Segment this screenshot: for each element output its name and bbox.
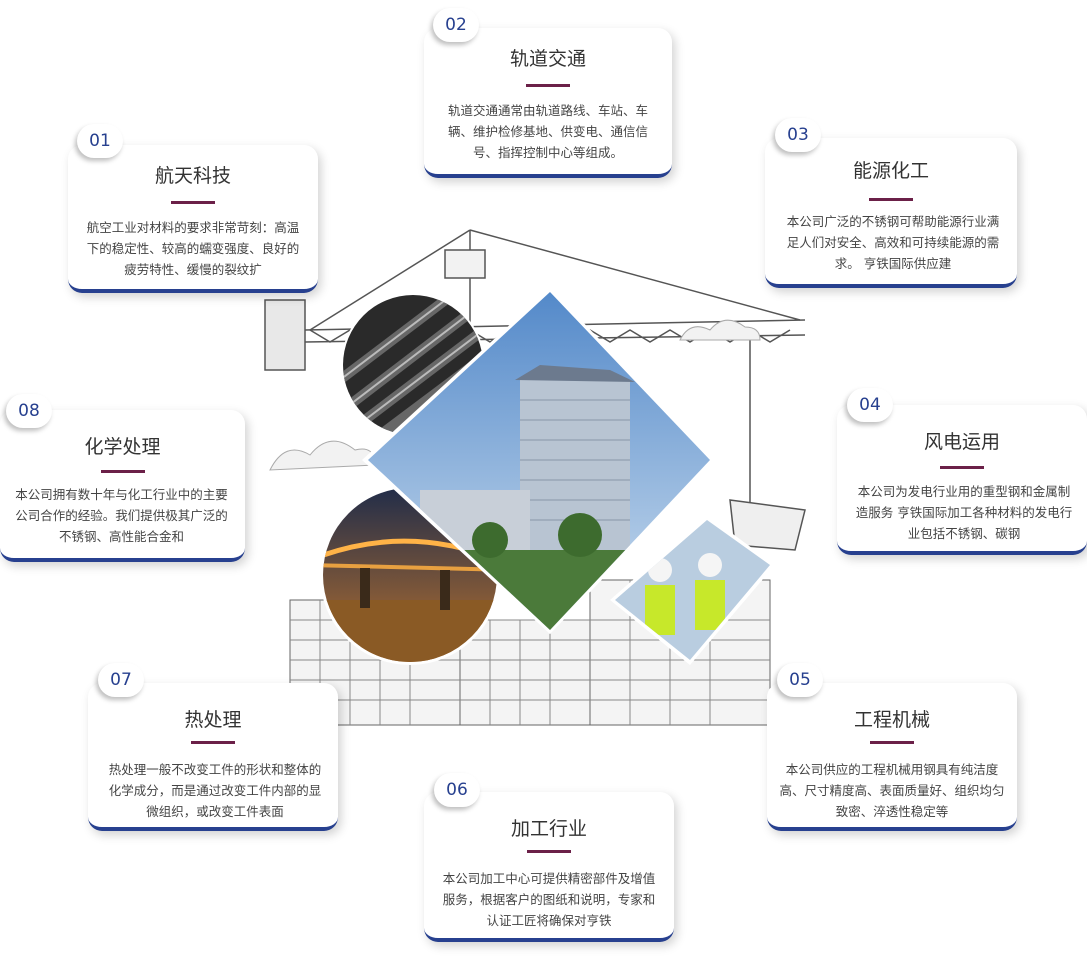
number-badge: 08 [6, 394, 52, 428]
card-energy-chemical: 能源化工 本公司广泛的不锈钢可帮助能源行业满足人们对安全、高效和可持续能源的需求… [765, 138, 1017, 288]
number-badge: 02 [433, 8, 479, 42]
card-description: 本公司为发电行业用的重型钢和金属制造服务 亨铁国际加工各种材料的发电行业包括不锈… [855, 484, 1073, 541]
card-chemical-treatment: 化学处理 本公司拥有数十年与化工行业中的主要公司合作的经验。我们提供极其广泛的不… [0, 410, 245, 562]
title-underline [527, 850, 571, 853]
title-underline [869, 198, 913, 201]
construction-sketch [264, 229, 806, 726]
card-description: 本公司加工中心可提供精密部件及增值服务，根据客户的图纸和说明，专家和认证工匠将确… [442, 871, 656, 928]
card-description: 本公司广泛的不锈钢可帮助能源行业满足人们对安全、高效和可持续能源的需求。 亨铁国… [786, 214, 1000, 271]
card-description: 本公司供应的工程机械用钢具有纯洁度高、尺寸精度高、表面质量好、组织均匀致密、淬透… [779, 762, 1005, 819]
card-title: 加工行业 [510, 818, 587, 840]
card-description: 热处理一般不改变工件的形状和整体的化学成分，而是通过改变工件内部的显微组织，或改… [108, 762, 322, 819]
number-badge: 07 [98, 663, 144, 697]
center-illustration [250, 220, 820, 730]
title-underline [191, 741, 235, 744]
card-title: 能源化工 [852, 160, 929, 182]
title-underline [100, 470, 145, 473]
card-title: 轨道交通 [509, 48, 586, 70]
title-underline [940, 466, 984, 469]
card-processing: 加工行业 本公司加工中心可提供精密部件及增值服务，根据客户的图纸和说明，专家和认… [424, 792, 674, 942]
card-title: 工程机械 [853, 709, 930, 731]
card-description: 轨道交通通常由轨道路线、车站、车辆、维护检修基地、供变电、通信信号、指挥控制中心… [447, 103, 648, 160]
number-badge: 05 [777, 663, 823, 697]
number-badge: 01 [77, 124, 123, 158]
card-title: 航天科技 [154, 165, 231, 187]
card-wind-power: 风电运用 本公司为发电行业用的重型钢和金属制造服务 亨铁国际加工各种材料的发电行… [837, 405, 1087, 555]
number-badge: 04 [847, 388, 893, 422]
card-construction-machinery: 工程机械 本公司供应的工程机械用钢具有纯洁度高、尺寸精度高、表面质量好、组织均匀… [767, 683, 1017, 831]
title-underline [171, 201, 215, 204]
card-aerospace: 航天科技 航空工业对材料的要求非常苛刻：高温下的稳定性、较高的蠕变强度、良好的疲… [68, 145, 318, 293]
card-title: 热处理 [184, 709, 242, 731]
clouds [269, 319, 761, 471]
card-heat-treatment: 热处理 热处理一般不改变工件的形状和整体的化学成分，而是通过改变工件内部的显微组… [88, 683, 338, 831]
card-title: 风电运用 [923, 431, 1000, 453]
number-badge: 06 [434, 773, 480, 807]
card-title: 化学处理 [84, 436, 161, 458]
title-underline [526, 84, 570, 87]
number-badge: 03 [775, 118, 821, 152]
card-rail-transit: 轨道交通 轨道交通通常由轨道路线、车站、车辆、维护检修基地、供变电、通信信号、指… [424, 28, 672, 178]
card-description: 航空工业对材料的要求非常苛刻：高温下的稳定性、较高的蠕变强度、良好的疲劳特性、缓… [86, 220, 300, 277]
card-description: 本公司拥有数十年与化工行业中的主要公司合作的经验。我们提供极其广泛的不锈钢、高性… [15, 487, 228, 544]
title-underline [870, 741, 914, 744]
